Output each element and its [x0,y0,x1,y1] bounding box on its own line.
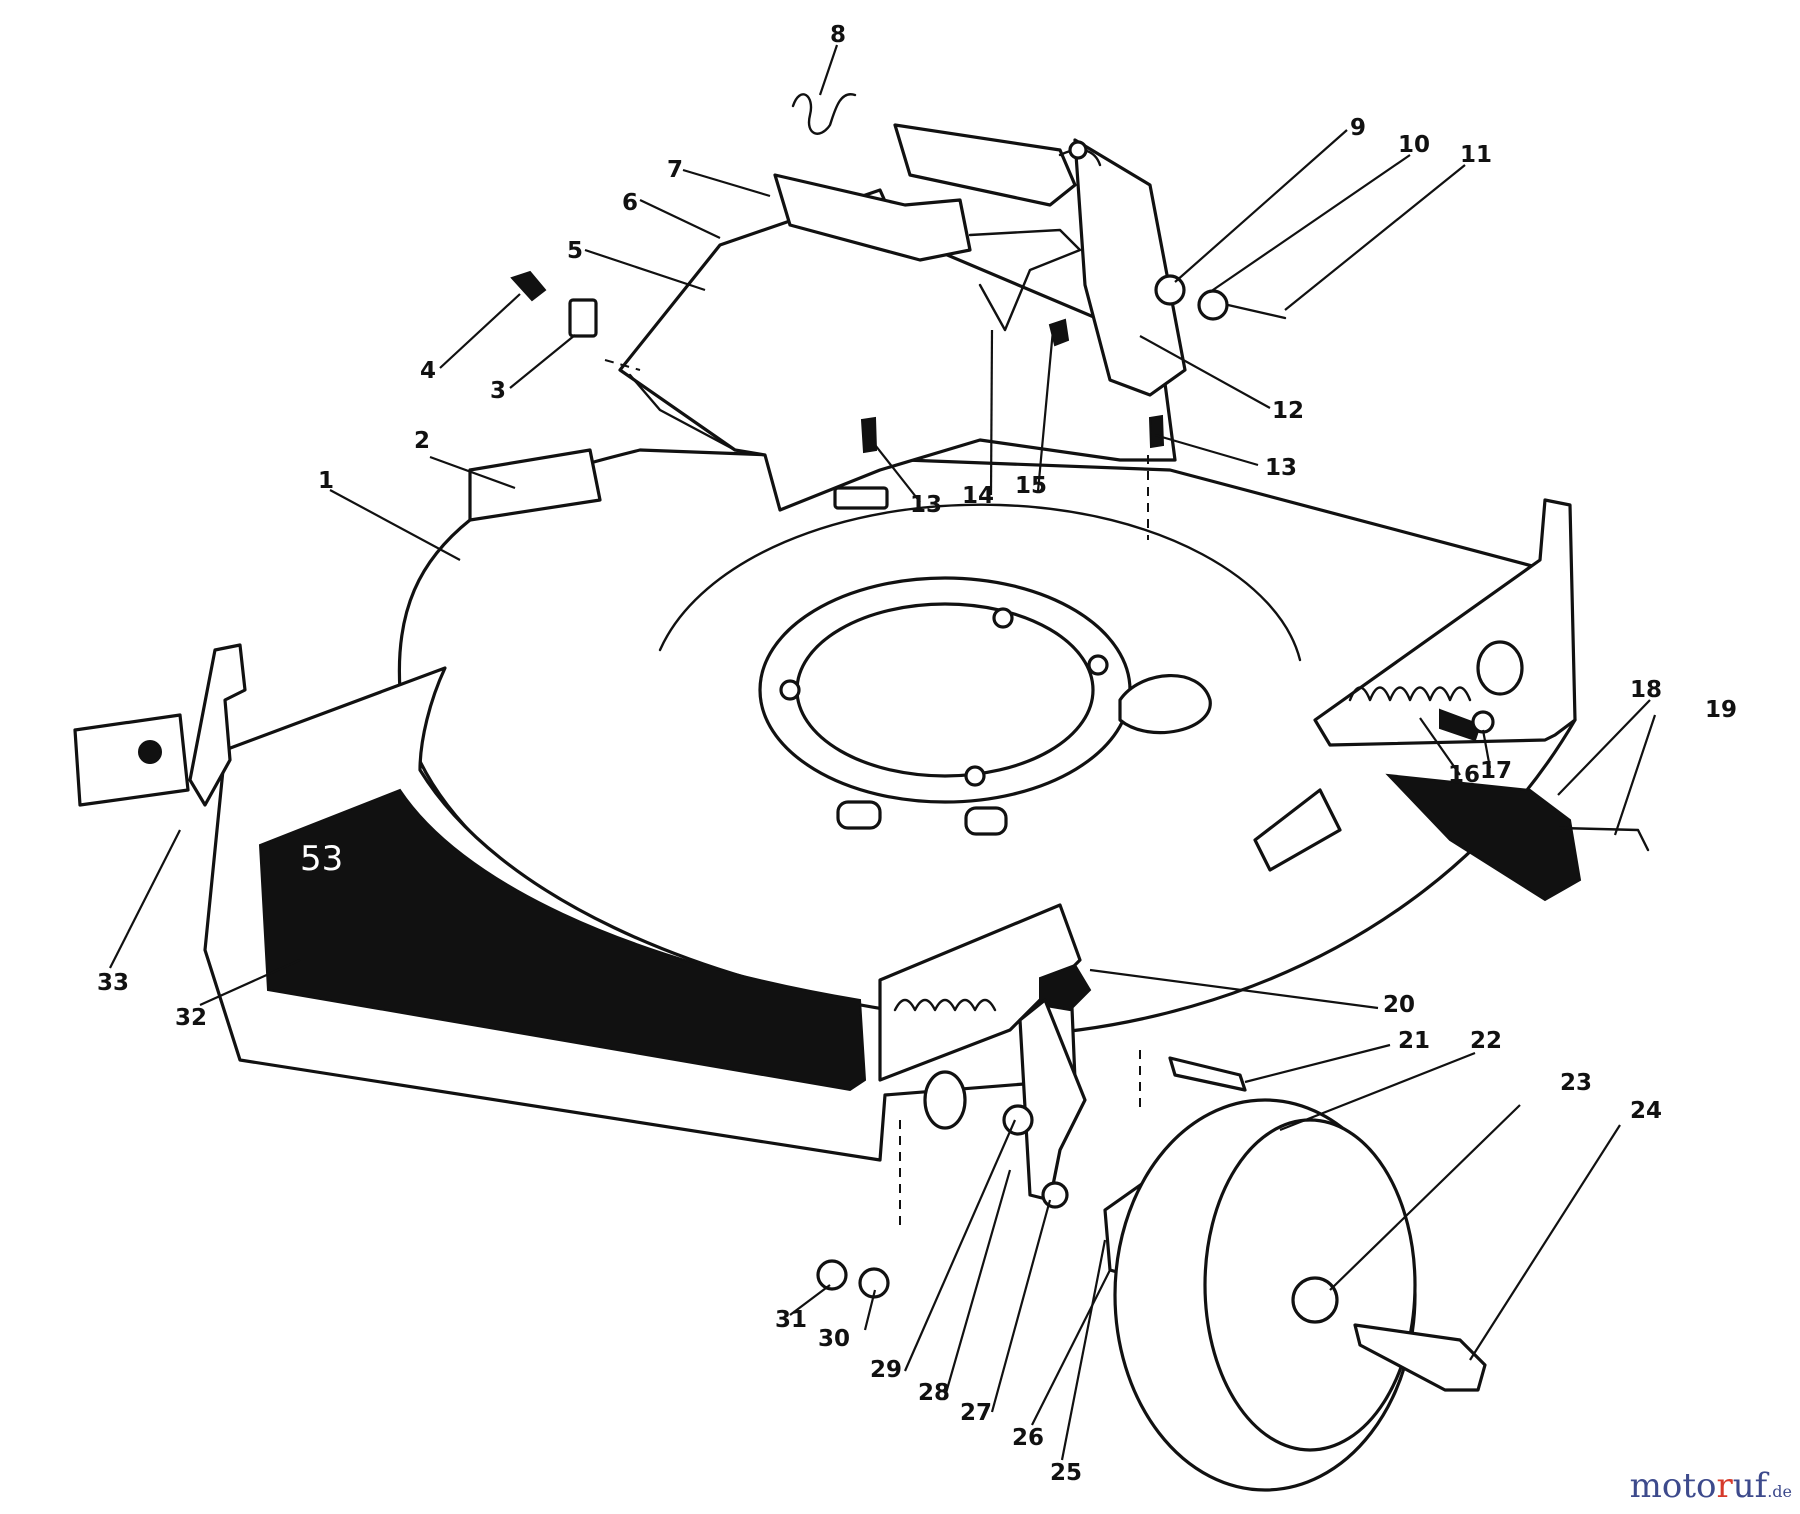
callout-24: 24 [1630,1098,1662,1124]
callout-10: 10 [1398,132,1430,158]
watermark-part1: moto [1629,1466,1717,1506]
callout-29: 29 [870,1357,902,1383]
callout-8: 8 [830,22,846,48]
small-hardware [510,93,1495,742]
callout-13b: 13 [910,492,942,518]
callout-4: 4 [420,358,436,384]
discharge-chute [618,123,1187,512]
callout-9: 9 [1350,115,1366,141]
callout-31: 31 [775,1307,807,1333]
callout-17: 17 [1480,758,1512,784]
watermark-tld: .de [1767,1482,1792,1501]
callout-12: 12 [1272,398,1304,424]
callout-27: 27 [960,1400,992,1426]
rear-flap [1385,773,1650,902]
callout-25: 25 [1050,1460,1082,1486]
callout-23: 23 [1560,1070,1592,1096]
alignment-lines [604,359,1149,1230]
site-watermark: motoruf.de [1630,1466,1792,1506]
callout-16: 16 [1448,762,1480,788]
callout-30: 30 [818,1326,850,1352]
callout-15: 15 [1015,473,1047,499]
callout-6: 6 [622,190,638,216]
callout-22: 22 [1470,1028,1502,1054]
callout-5: 5 [567,238,583,264]
rear-bracket [1313,498,1577,747]
callout-18: 18 [1630,677,1662,703]
callout-1: 1 [318,468,334,494]
deck-label: 53 [300,839,343,879]
callout-20: 20 [1383,992,1415,1018]
watermark-part2: r [1716,1466,1733,1506]
callout-19: 19 [1705,697,1737,723]
callout-28: 28 [918,1380,950,1406]
front-skirt: 53 [203,666,1082,1162]
callout-32: 32 [175,1005,207,1031]
leader-lines [109,44,1657,1461]
callout-7: 7 [667,157,683,183]
callout-33: 33 [97,970,129,996]
wheel [1113,1098,1487,1492]
mower-deck [397,448,1577,1039]
callout-3: 3 [490,378,506,404]
callout-26: 26 [1012,1425,1044,1451]
callout-2: 2 [414,428,430,454]
left-bracket [73,643,247,807]
callout-11: 11 [1460,142,1492,168]
callout-14: 14 [962,483,994,509]
watermark-part3: uf [1732,1466,1768,1506]
callout-21: 21 [1398,1028,1430,1054]
callout-13a: 13 [1265,455,1297,481]
callout-labels: 1 2 3 4 5 6 7 8 9 10 11 12 13 13 14 15 1… [97,22,1737,1486]
